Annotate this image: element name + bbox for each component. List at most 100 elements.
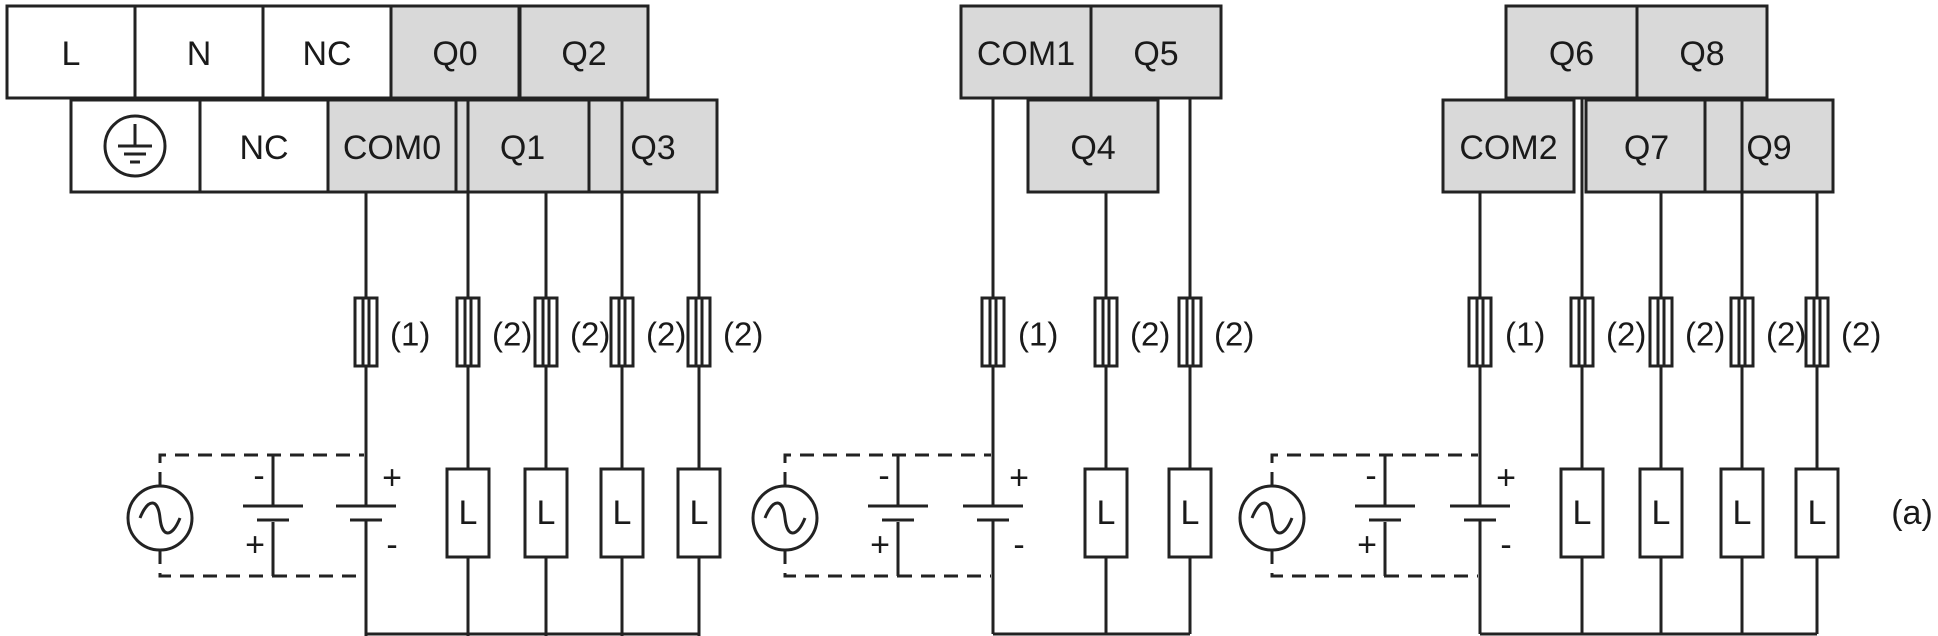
fuse-com1-label: (1) [1018, 316, 1058, 353]
load-g2-0-label: L [1573, 494, 1592, 532]
fuse-output-1 [533, 296, 559, 368]
battery-left-minus-1: - [878, 457, 889, 495]
terminal-q9 [1703, 98, 1835, 194]
fuse-com1 [980, 296, 1006, 368]
dashed-bottom-1 [783, 550, 898, 578]
terminal-q2 [518, 4, 650, 100]
fuse-output-g2-2 [1729, 296, 1755, 368]
terminal-l [5, 4, 137, 100]
fuse-output-g2-1 [1648, 296, 1674, 368]
fuse-output-3 [686, 296, 712, 368]
load-g1-0 [1083, 467, 1129, 559]
fuse-output-0 [455, 296, 481, 368]
load-1-label: L [537, 494, 556, 532]
fuse-output-2 [609, 296, 635, 368]
terminal-q3-label: Q3 [630, 129, 675, 167]
fuse-output-g1-1 [1177, 296, 1203, 368]
load-g1-0-label: L [1097, 494, 1116, 532]
fuse-output-g1-1-label: (2) [1214, 316, 1254, 353]
battery-right-minus-0: - [386, 526, 397, 564]
fuse-output-g2-1-label: (2) [1685, 316, 1725, 353]
load-g2-0 [1559, 467, 1605, 559]
fuse-output-g2-2-label: (2) [1766, 316, 1806, 353]
battery-left-plus-0: + [245, 526, 265, 564]
fuse-com2-label: (1) [1505, 316, 1545, 353]
ac-source-icon-2-wave [1250, 501, 1294, 535]
terminal-q4 [1026, 98, 1160, 194]
battery-left-minus-0: - [253, 457, 264, 495]
terminal-n-label: N [187, 35, 212, 73]
terminal-n [133, 4, 265, 100]
battery-right-minus-2: - [1500, 526, 1511, 564]
terminal-q1-label: Q1 [500, 129, 545, 167]
battery-left-plus-1: + [870, 526, 890, 564]
terminal-q6 [1504, 4, 1639, 100]
terminal-q4-label: Q4 [1070, 129, 1115, 167]
fuse-output-g2-3-label: (2) [1841, 316, 1881, 353]
fuse-output-g2-3 [1804, 296, 1830, 368]
load-3-label: L [690, 494, 709, 532]
terminal-q7-label: Q7 [1624, 129, 1669, 167]
dashed-bottom-0 [158, 550, 273, 578]
load-g2-2 [1719, 467, 1765, 559]
fuse-output-g2-0 [1569, 296, 1595, 368]
fuse-output-1-label: (2) [570, 316, 610, 353]
fuse-output-0-label: (2) [492, 316, 532, 353]
terminal-nc [198, 98, 330, 194]
battery-right-plus-2: + [1496, 459, 1516, 497]
terminal-q3 [587, 98, 719, 194]
load-g2-3 [1794, 467, 1840, 559]
fuse-output-3-label: (2) [723, 316, 763, 353]
terminal-q8 [1635, 4, 1769, 100]
note-label: (a) [1891, 494, 1933, 532]
terminal-com0 [326, 98, 458, 194]
terminal-q5-label: Q5 [1133, 35, 1178, 73]
terminal-com1 [959, 4, 1093, 100]
terminal-nc-label: NC [302, 35, 351, 73]
load-2-label: L [613, 494, 632, 532]
terminal-q5 [1089, 4, 1223, 100]
load-g2-3-label: L [1808, 494, 1827, 532]
terminal-l-label: L [62, 35, 81, 73]
fuse-output-g1-0 [1093, 296, 1119, 368]
dashed-top-2 [1270, 453, 1478, 486]
battery-left-plus-2: + [1357, 526, 1377, 564]
dashed-bottom-2 [1270, 550, 1385, 578]
terminal-com2 [1441, 98, 1576, 194]
fuse-output-2-label: (2) [646, 316, 686, 353]
load-g2-2-label: L [1733, 494, 1752, 532]
terminal-q7 [1584, 98, 1709, 194]
battery-left-minus-2: - [1365, 457, 1376, 495]
protective-earth-icon [103, 114, 167, 178]
terminal-q8-label: Q8 [1679, 35, 1724, 73]
terminal-com1-label: COM1 [977, 35, 1075, 73]
ac-source-icon-0-wave [138, 501, 182, 535]
battery-right-plus-0: + [382, 459, 402, 497]
fuse-output-g1-0-label: (2) [1130, 316, 1170, 353]
terminal-q9-label: Q9 [1746, 129, 1791, 167]
terminal-nc-label: NC [239, 129, 288, 167]
load-g2-1 [1638, 467, 1684, 559]
load-0-label: L [459, 494, 478, 532]
load-0 [445, 467, 491, 559]
load-2 [599, 467, 645, 559]
battery-right-plus-1: + [1009, 459, 1029, 497]
terminal-com2-label: COM2 [1459, 129, 1557, 167]
terminal-nc [261, 4, 393, 100]
terminal-com0-label: COM0 [343, 129, 441, 167]
terminal-q2-label: Q2 [561, 35, 606, 73]
terminal-q0-label: Q0 [432, 35, 477, 73]
dashed-top-0 [158, 453, 364, 486]
fuse-output-g2-0-label: (2) [1606, 316, 1646, 353]
terminal-q1 [454, 98, 591, 194]
battery-right-minus-1: - [1013, 526, 1024, 564]
load-g1-1-label: L [1181, 494, 1200, 532]
dashed-top-1 [783, 453, 991, 486]
terminal-q6-label: Q6 [1549, 35, 1594, 73]
fuse-com0 [353, 296, 379, 368]
fuse-com2 [1467, 296, 1493, 368]
fuse-com0-label: (1) [390, 316, 430, 353]
load-g2-1-label: L [1652, 494, 1671, 532]
ac-source-icon-1-wave [763, 501, 807, 535]
